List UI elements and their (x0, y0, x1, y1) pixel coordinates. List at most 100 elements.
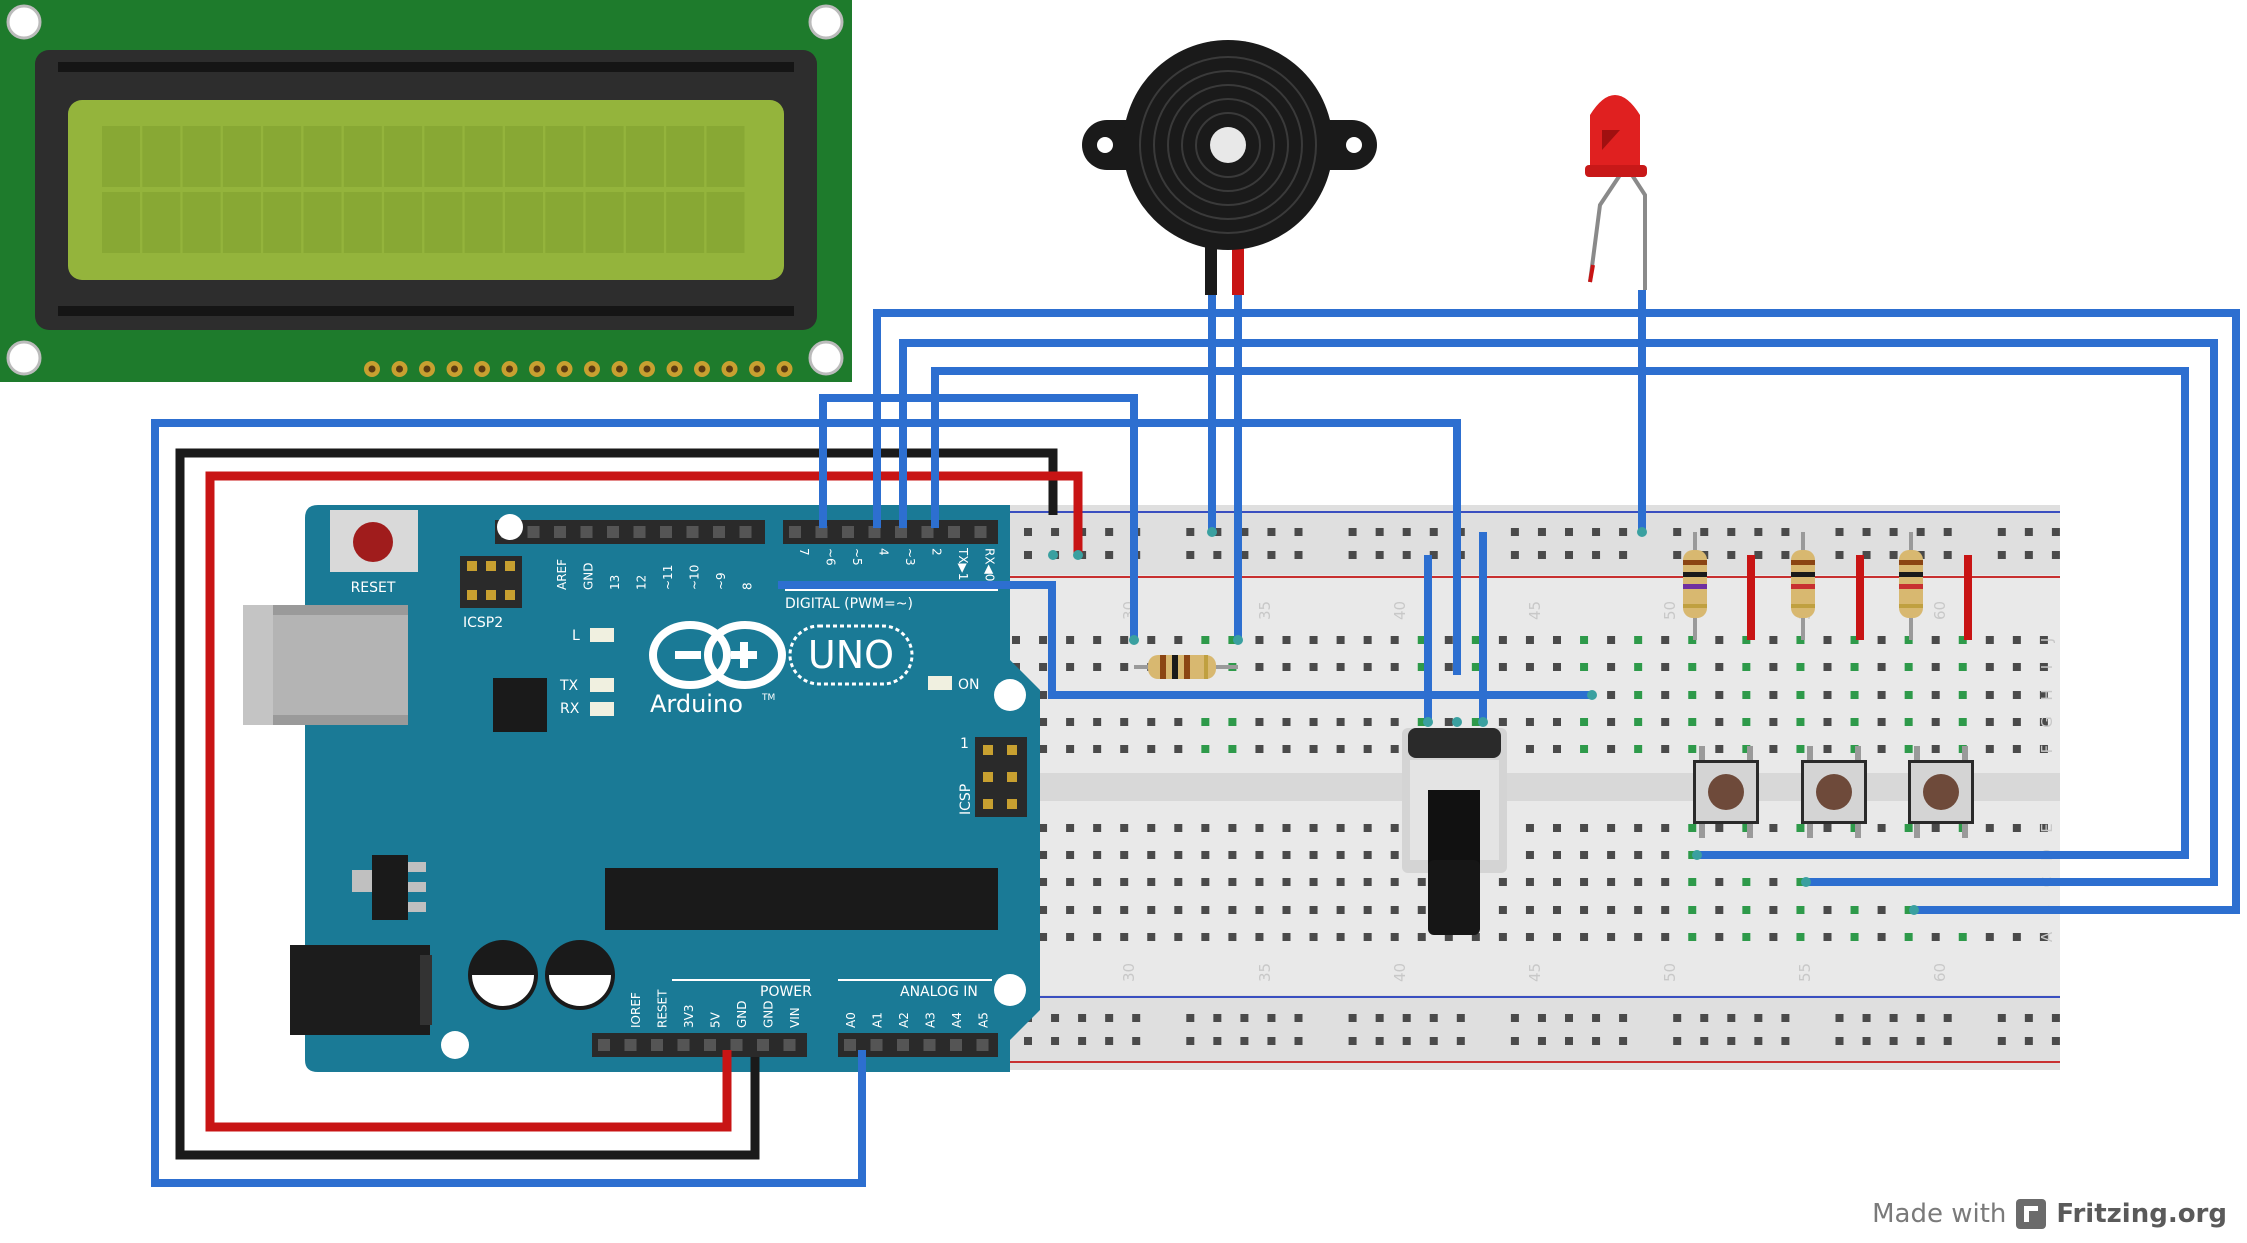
button-cap[interactable] (1816, 774, 1852, 810)
breadboard-hole (2039, 933, 2048, 941)
lcd-pin-hole (561, 365, 568, 373)
icsp2-header (460, 556, 522, 608)
breadboard-hole (1661, 691, 1670, 699)
breadboard-hole (1715, 745, 1724, 753)
breadboard-hole (1796, 878, 1805, 886)
top-header-label: ~10 (688, 565, 702, 590)
capacitor (468, 940, 538, 1010)
push-button[interactable] (1908, 746, 1974, 838)
capacitor (545, 940, 615, 1010)
wire-pin3-button[interactable] (899, 339, 2218, 886)
top-header-label: 13 (608, 575, 622, 590)
breadboard-hole (1661, 933, 1670, 941)
breadboard-hole (1039, 663, 1048, 671)
arduino-mount-hole (994, 974, 1026, 1006)
breadboard-hole (1429, 551, 1438, 559)
breadboard-hole (1039, 636, 1048, 644)
digital-label: DIGITAL (PWM=~) (785, 596, 913, 612)
breadboard-hole (1862, 1014, 1871, 1022)
power-jack[interactable] (290, 945, 430, 1035)
breadboard-hole (1553, 636, 1561, 644)
breadboard-hole (1661, 663, 1670, 671)
breadboard-hole (2051, 551, 2060, 559)
button-cap[interactable] (1923, 774, 1959, 810)
breadboard-hole (1850, 691, 1859, 699)
top-header-label: 8 (741, 582, 755, 590)
wire-end (1452, 717, 1462, 727)
breadboard-hole (1889, 528, 1898, 536)
wire-gnd-black[interactable] (175, 448, 1058, 1160)
breadboard-hole (1553, 906, 1561, 914)
breadboard-hole (1607, 906, 1616, 914)
potentiometer[interactable] (1402, 728, 1507, 935)
breadboard-hole (1877, 663, 1886, 671)
header-socket (921, 526, 934, 538)
lcd-pin-hole (698, 365, 706, 373)
wire-pin7[interactable] (778, 581, 1592, 699)
header-socket (651, 1039, 663, 1051)
lcd-mount-hole (6, 340, 42, 376)
breadboard-hole (1592, 551, 1601, 559)
breadboard-hole (1985, 824, 1994, 832)
breadboard-hole (2039, 663, 2048, 671)
breadboard-hole (1309, 824, 1318, 832)
breadboard-hole (1309, 851, 1318, 859)
lcd-mount-hole (808, 4, 844, 40)
wire-pin2-button[interactable] (931, 367, 2189, 859)
breadboard-hole (1985, 718, 1994, 726)
button-cap[interactable] (1708, 774, 1744, 810)
arduino-mount-hole (441, 1031, 469, 1059)
breadboard-hole (1402, 1014, 1411, 1022)
power-pin-label: GND (762, 1000, 776, 1028)
analog-pin-label: A4 (950, 1012, 964, 1028)
red-led (1585, 95, 1647, 290)
buzzer-mount-hole (1097, 137, 1113, 153)
push-button[interactable] (1693, 746, 1759, 838)
led-lead (1630, 173, 1647, 290)
wire-pin6-resistor[interactable] (819, 394, 1138, 640)
reset-button[interactable] (353, 522, 393, 562)
header-socket (633, 526, 646, 538)
breadboard-hole (1904, 824, 1913, 832)
breadboard-hole (1201, 933, 1210, 941)
breadboard-hole (1348, 1037, 1357, 1045)
wire-a0-pot[interactable] (151, 419, 1461, 1187)
row-letter: J (2038, 638, 2056, 643)
breadboard-hole (1661, 824, 1670, 832)
arduino-mount-hole (497, 514, 523, 540)
breadboard-hole (1390, 851, 1399, 859)
breadboard-hole (1796, 691, 1805, 699)
power-pin-label: 3V3 (682, 1005, 696, 1028)
power-pin-label: RESET (656, 989, 670, 1028)
wire-pin4-button[interactable] (873, 309, 2240, 914)
breadboard-hole (1850, 824, 1859, 832)
breadboard-hole (1510, 1014, 1519, 1022)
wire-end (1423, 717, 1433, 727)
lcd-bezel-stripe (58, 306, 794, 316)
breadboard-hole (2024, 1037, 2033, 1045)
breadboard-hole (1525, 718, 1534, 726)
breadboard-hole (1402, 1037, 1411, 1045)
analog-pin-label: A5 (977, 1012, 991, 1028)
lcd-cell (142, 192, 181, 253)
pot-knob[interactable] (1428, 860, 1480, 935)
analog-pin-label: A0 (844, 1012, 858, 1028)
breadboard-hole (1688, 878, 1697, 886)
breadboard-hole (2012, 718, 2021, 726)
fritzing-brand-link[interactable]: Fritzing.org (2056, 1199, 2227, 1229)
breadboard-hole (1120, 824, 1129, 832)
push-button[interactable] (1801, 746, 1867, 838)
lcd-cell (222, 126, 261, 187)
lcd-cell (424, 192, 463, 253)
header-socket (677, 1039, 690, 1051)
breadboard-hole (1255, 745, 1264, 753)
breadboard-hole (1498, 663, 1507, 671)
breadboard-hole (1471, 718, 1480, 726)
breadboard-hole (1363, 878, 1372, 886)
breadboard-hole (1835, 1037, 1844, 1045)
lcd-cell (424, 126, 463, 187)
wire-5v-red[interactable] (205, 471, 1083, 1132)
uno-label: UNO (808, 633, 894, 677)
breadboard-hole (1267, 1014, 1276, 1022)
